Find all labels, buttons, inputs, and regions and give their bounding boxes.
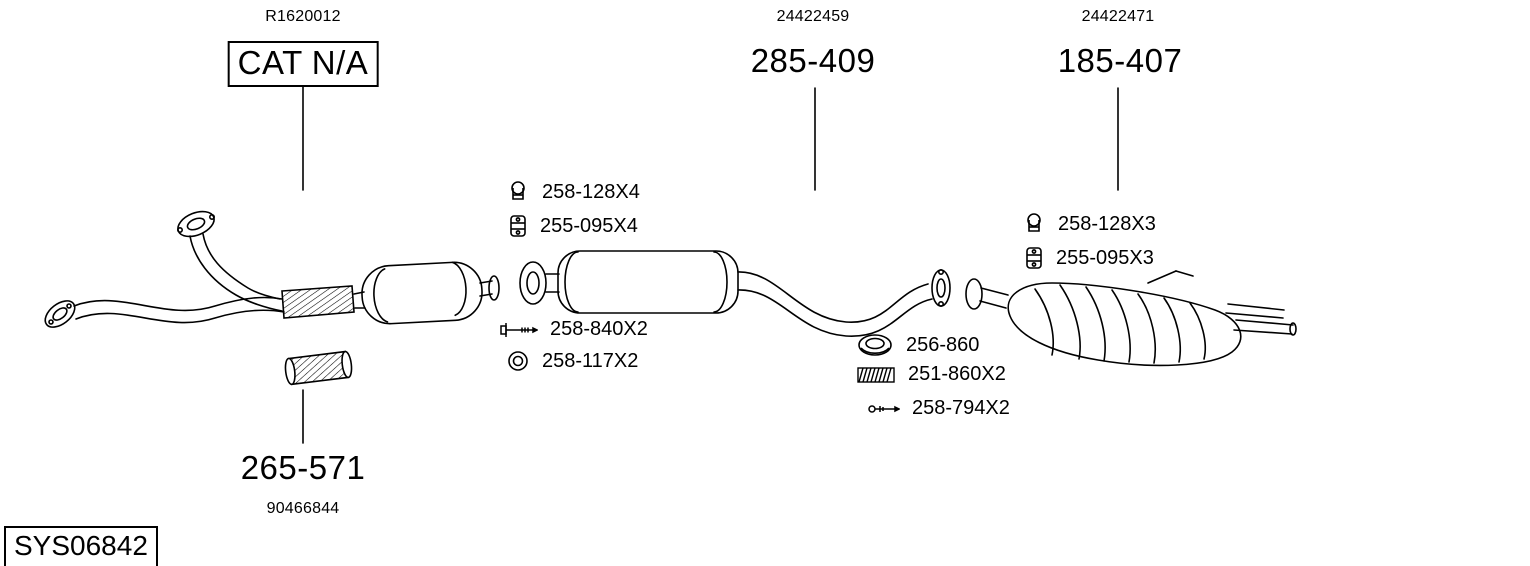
hardware-item-mount-rear: 255-095X3 <box>1024 246 1154 270</box>
assembly-ref-cat: R1620012 <box>265 8 341 25</box>
hardware-item-mount-mid: 255-095X4 <box>508 214 638 238</box>
spring-icon <box>856 364 896 386</box>
hardware-item-washer-mid: 258-117X2 <box>506 349 638 373</box>
part-number-label: 251-860X2 <box>908 363 1006 385</box>
part-number-label: 256-860 <box>906 333 980 356</box>
assembly-label-rear-muffler: 185-407 <box>1057 42 1183 79</box>
catalytic-converter-drawing <box>361 261 500 325</box>
hardware-item-clamp-rear: 258-128X3 <box>1022 211 1156 237</box>
hardware-item-bolt-mid: 258-840X2 <box>500 318 648 341</box>
front-pipe-drawing <box>44 210 366 328</box>
rubber-mount-icon <box>508 214 528 238</box>
bolt-icon <box>500 320 538 340</box>
assembly-label-cat: CAT N/A <box>227 41 379 87</box>
stud-bolt-icon <box>868 401 900 417</box>
part-number-label: 255-095X3 <box>1056 246 1154 269</box>
hardware-item-gasket: 256-860 <box>856 331 979 359</box>
part-number-label: 258-128X3 <box>1058 212 1156 235</box>
hardware-item-spring: 251-860X2 <box>856 363 1006 386</box>
assembly-ref-center-muffler: 24422459 <box>776 8 850 25</box>
clamp-icon <box>506 179 530 205</box>
part-number-label: 258-840X2 <box>550 318 648 340</box>
rear-muffler-drawing <box>965 270 1297 367</box>
washer-icon <box>506 349 530 373</box>
flex-pipe-drawing <box>284 350 353 386</box>
gasket-icon <box>856 331 894 359</box>
flex-pipe-ref: 90466844 <box>266 500 340 517</box>
clamp-icon <box>1022 211 1046 237</box>
hardware-item-stud: 258-794X2 <box>868 397 1010 420</box>
part-number-label: 258-794X2 <box>912 397 1010 419</box>
rubber-mount-icon <box>1024 246 1044 270</box>
assembly-label-center-muffler: 285-409 <box>750 42 876 79</box>
assembly-ref-rear-muffler: 24422471 <box>1081 8 1155 25</box>
hardware-item-clamp-mid: 258-128X4 <box>506 179 640 205</box>
center-muffler-drawing <box>519 250 951 337</box>
part-number-label: 258-117X2 <box>542 349 639 372</box>
flex-pipe-label: 265-571 <box>240 449 366 486</box>
part-number-label: 255-095X4 <box>540 214 638 237</box>
system-code-badge: SYS06842 <box>4 526 158 566</box>
part-number-label: 258-128X4 <box>542 180 640 203</box>
